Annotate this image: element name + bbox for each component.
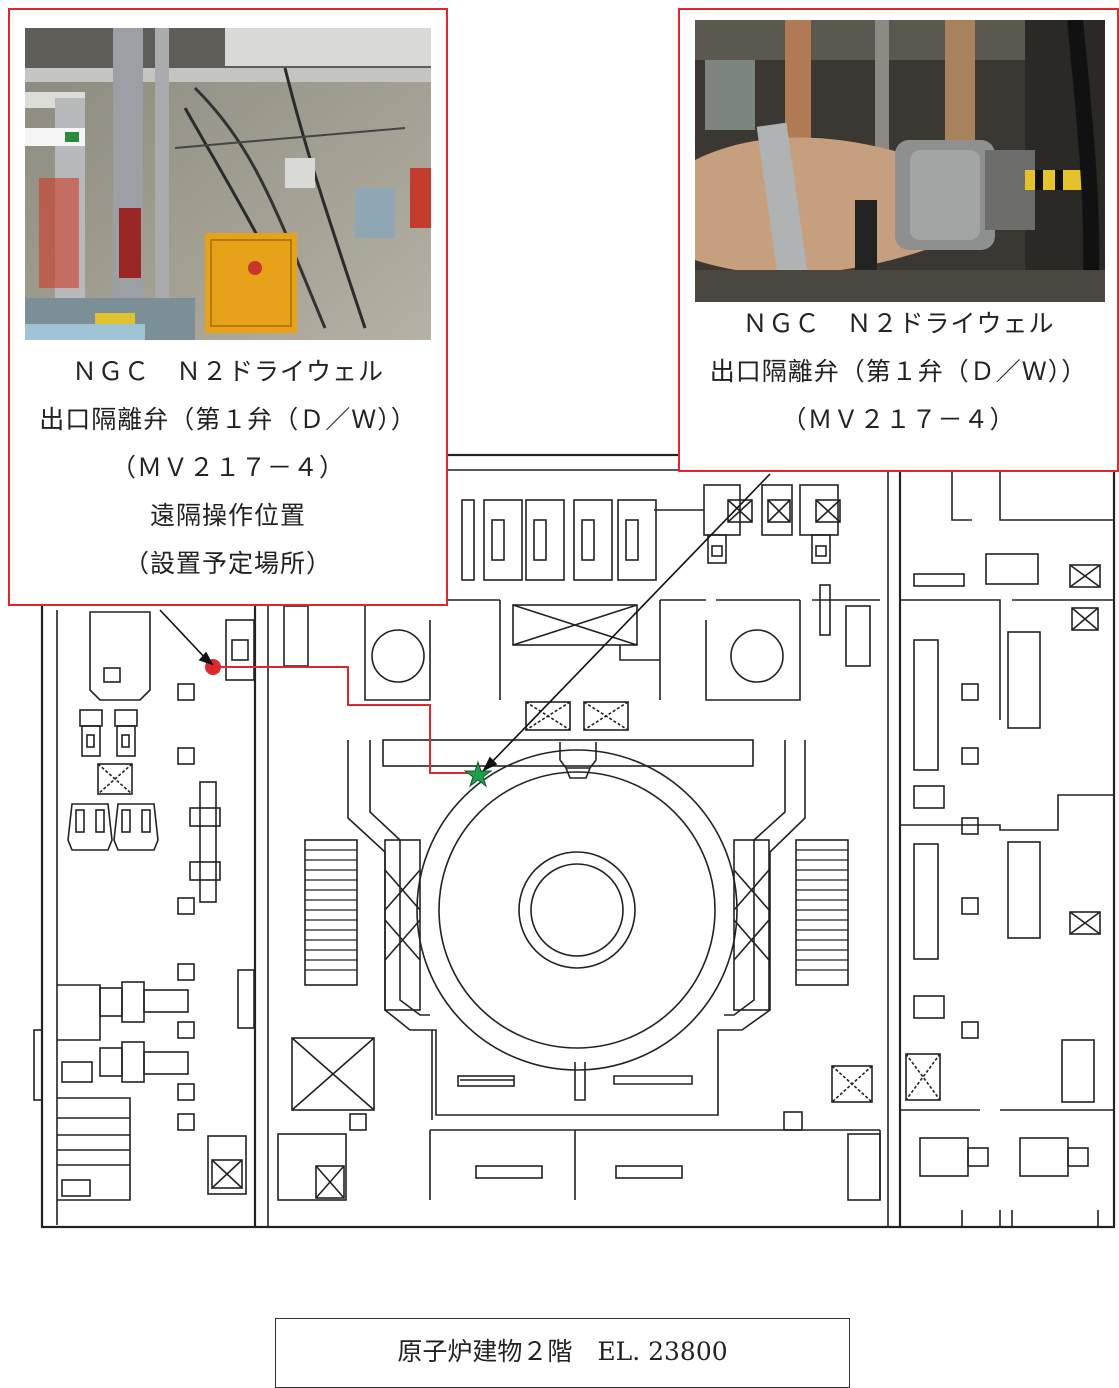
callout-remote-operation: ＮＧＣ Ｎ２ドライウェル 出口隔離弁（第１弁（Ｄ／Ｗ）） （ＭＶ２１７－４） 遠… <box>8 8 448 606</box>
photo-remote-operation-site <box>25 28 431 340</box>
leader-arrow-right <box>487 473 771 767</box>
leader-arrow-left <box>159 609 208 661</box>
callout-valve: ＮＧＣ Ｎ２ドライウェル 出口隔離弁（第１弁（Ｄ／Ｗ）） （ＭＶ２１７－４） <box>678 8 1119 472</box>
callout-right-line-2: 出口隔離弁（第１弁（Ｄ／Ｗ）） <box>709 357 1088 386</box>
callout-left-line-5: （設置予定場所） <box>123 549 332 578</box>
stair-right <box>795 839 849 986</box>
callout-right-line-1: ＮＧＣ Ｎ２ドライウェル <box>742 309 1055 338</box>
photo-valve <box>695 20 1105 302</box>
floor-caption: 原子炉建物２階 EL. 23800 <box>275 1318 850 1388</box>
callout-right-line-3: （ＭＶ２１７－４） <box>781 405 1016 434</box>
callout-left-line-3: （ＭＶ２１７－４） <box>110 453 345 482</box>
callout-left-line-1: ＮＧＣ Ｎ２ドライウェル <box>71 357 384 386</box>
callout-left-line-2: 出口隔離弁（第１弁（Ｄ／Ｗ）） <box>39 405 417 434</box>
stair-left <box>304 839 358 986</box>
callout-left-line-4: 遠隔操作位置 <box>149 501 306 530</box>
floor-caption-text: 原子炉建物２階 EL. 23800 <box>397 1337 728 1366</box>
valve-location-star <box>463 760 493 788</box>
route-line <box>213 666 478 774</box>
building-outline <box>40 453 1116 1229</box>
